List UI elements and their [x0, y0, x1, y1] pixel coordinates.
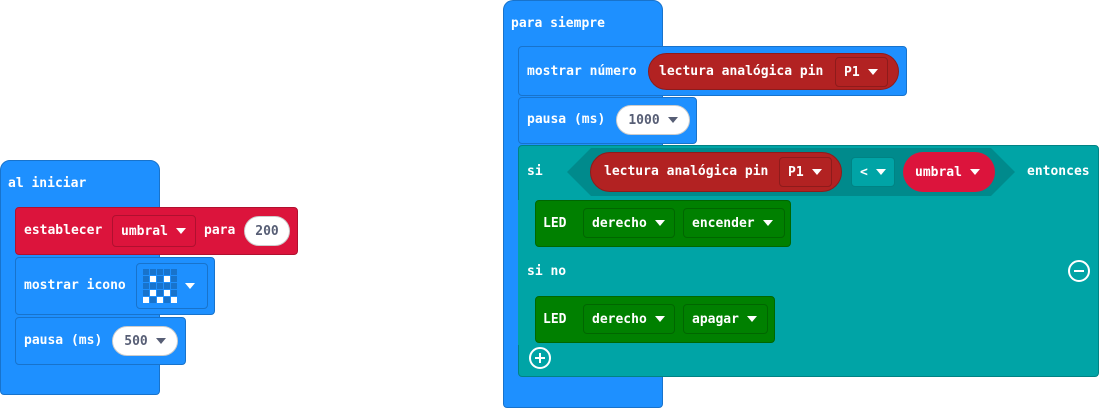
set-label: establecer — [24, 223, 103, 238]
led-pixel — [164, 297, 170, 303]
icon-dropdown[interactable] — [136, 263, 208, 309]
led-pixel — [164, 290, 170, 296]
caret-down-icon — [155, 338, 166, 344]
pin-dropdown[interactable]: P1 — [779, 157, 832, 187]
led-pixel — [171, 276, 177, 282]
led-pixel — [143, 290, 149, 296]
caret-down-icon — [762, 220, 773, 226]
led-icon-preview — [143, 269, 177, 303]
forever-label: para siempre — [511, 16, 605, 31]
state-dropdown[interactable]: apagar — [683, 304, 768, 334]
led-label: LED — [543, 312, 567, 327]
led-pixel — [157, 297, 163, 303]
led-pixel — [171, 269, 177, 275]
led-label: LED — [543, 216, 567, 231]
variable-reporter[interactable]: umbral — [903, 152, 995, 192]
led-pixel — [150, 269, 156, 275]
side-value: derecho — [592, 215, 647, 231]
pause-input[interactable]: 500 — [112, 326, 178, 356]
caret-down-icon — [175, 228, 186, 234]
led-pixel — [157, 290, 163, 296]
led-pixel — [150, 276, 156, 282]
led-pixel — [171, 290, 177, 296]
else-label: si no — [527, 264, 567, 279]
remove-else-button[interactable] — [1068, 260, 1090, 282]
analog-read-reporter[interactable] — [648, 53, 899, 90]
caret-down-icon — [654, 316, 665, 322]
side-dropdown[interactable]: derecho — [583, 304, 675, 334]
led-pixel — [143, 276, 149, 282]
caret-down-icon — [654, 220, 665, 226]
on-start-label: al iniciar — [8, 176, 87, 191]
operator: < — [860, 164, 868, 180]
led-pixel — [171, 283, 177, 289]
side-value: derecho — [592, 311, 647, 327]
operator-dropdown[interactable]: < — [851, 157, 895, 187]
led-pixel — [150, 283, 156, 289]
variable-name: umbral — [121, 223, 168, 239]
pause-label: pausa (ms) — [24, 333, 103, 348]
variable-name: umbral — [915, 164, 962, 180]
led-pixel — [143, 283, 149, 289]
caret-down-icon — [811, 169, 822, 175]
pin-dropdown[interactable]: P1 — [835, 57, 888, 87]
side-dropdown[interactable]: derecho — [583, 208, 675, 238]
led-pixel — [157, 269, 163, 275]
led-pixel — [150, 290, 156, 296]
analog-read-reporter[interactable] — [590, 152, 842, 192]
led-pixel — [164, 276, 170, 282]
state-value: apagar — [692, 311, 739, 327]
pause-value: 500 — [124, 333, 148, 349]
show-icon-label: mostrar icono — [24, 278, 126, 293]
pin-name: P1 — [788, 164, 804, 180]
led-pixel — [143, 297, 149, 303]
pause-value: 1000 — [628, 112, 660, 128]
set-value-input[interactable]: 200 — [244, 216, 290, 246]
led-pixel — [143, 269, 149, 275]
analog-read-label: lectura analógica pin — [659, 64, 824, 79]
show-icon-block[interactable] — [15, 257, 215, 315]
caret-down-icon — [667, 117, 678, 123]
state-dropdown[interactable]: encender — [683, 208, 785, 238]
state-value: encender — [692, 215, 755, 231]
pin-name: P1 — [844, 64, 860, 80]
led-pixel — [171, 297, 177, 303]
led-pixel — [164, 283, 170, 289]
show-number-label: mostrar número — [527, 64, 637, 79]
led-pixel — [157, 283, 163, 289]
if-label: si — [527, 164, 543, 179]
pause-input[interactable]: 1000 — [616, 105, 690, 135]
led-pixel — [150, 297, 156, 303]
caret-down-icon — [875, 169, 886, 175]
analog-read-label: lectura analógica pin — [604, 164, 769, 179]
then-label: entonces — [1027, 164, 1090, 179]
variable-dropdown[interactable]: umbral — [112, 215, 196, 247]
caret-down-icon — [969, 169, 980, 175]
led-pixel — [164, 269, 170, 275]
caret-down-icon — [867, 69, 878, 75]
minus-icon — [1074, 270, 1084, 272]
add-else-if-button[interactable] — [529, 347, 551, 369]
caret-down-icon — [185, 283, 195, 289]
led-pixel — [157, 276, 163, 282]
pause-label: pausa (ms) — [527, 112, 606, 127]
to-label: para — [204, 223, 236, 238]
caret-down-icon — [746, 316, 757, 322]
